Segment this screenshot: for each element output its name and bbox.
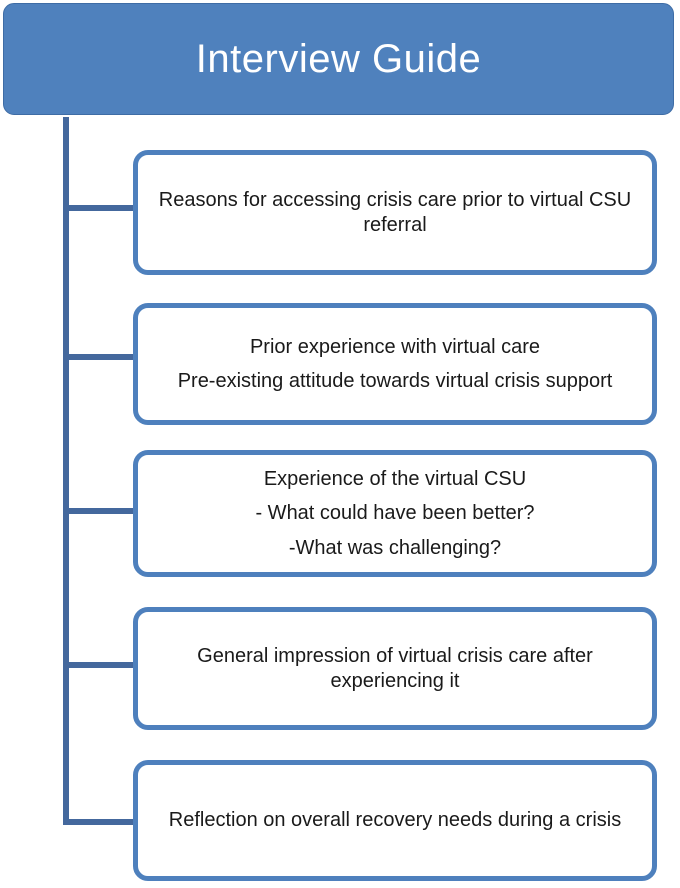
guide-box-text: Reflection on overall recovery needs dur… — [168, 809, 622, 832]
guide-box: Reflection on overall recovery needs dur… — [133, 760, 657, 881]
guide-box: Experience of the virtual CSU - What coul… — [133, 450, 657, 577]
guide-box-text: Reasons for accessing crisis care prior … — [158, 189, 632, 236]
guide-box-text: Experience of the virtual CSU — [263, 467, 527, 490]
connector-branch-line — [63, 819, 138, 825]
connector-branch-line — [63, 205, 138, 211]
guide-box: General impression of virtual crisis car… — [133, 607, 657, 730]
guide-box-text: -What was challenging? — [288, 536, 502, 559]
guide-box-text: General impression of virtual crisis car… — [197, 645, 593, 692]
guide-box-text: Pre-existing attitude towards virtual cr… — [177, 370, 613, 392]
connector-branch-line — [63, 508, 138, 514]
diagram-title-box: Interview Guide — [3, 3, 674, 115]
connector-branch-line — [63, 662, 138, 668]
page-title: Interview Guide — [195, 36, 482, 81]
guide-box: Reasons for accessing crisis care prior … — [133, 150, 657, 275]
connector-branch-line — [63, 354, 138, 360]
guide-box-text: Prior experience with virtual care — [249, 335, 541, 358]
connector-trunk-line — [63, 117, 69, 825]
guide-box-text: - What could have been better? — [255, 502, 535, 525]
